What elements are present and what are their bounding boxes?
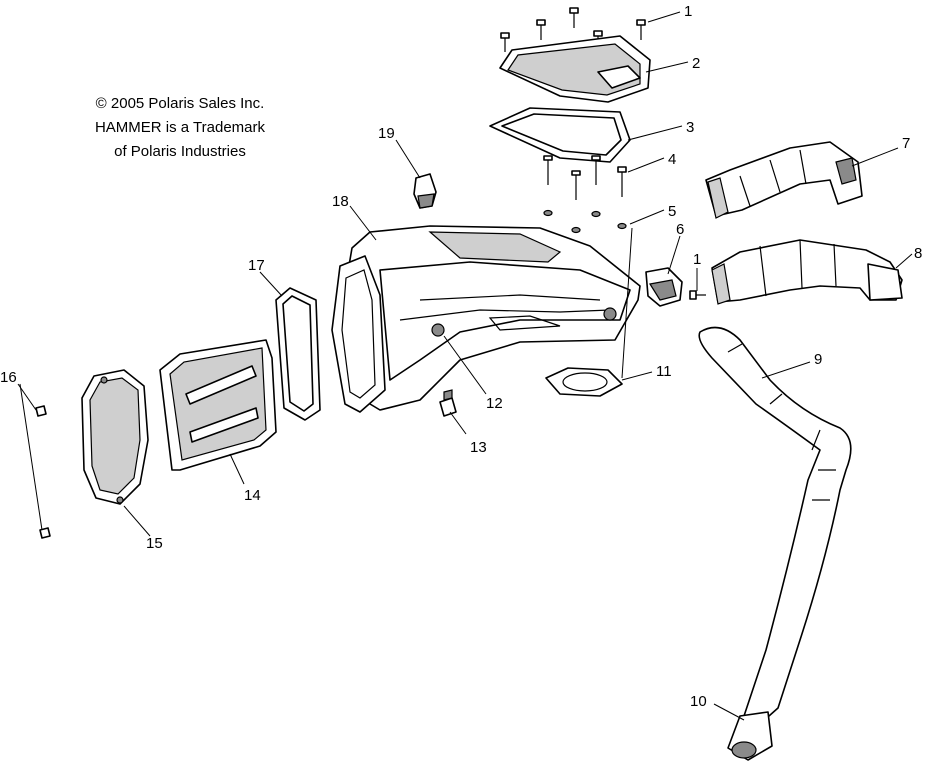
part-2-airbox-cover [499,35,651,103]
part-15-airbox-lid [81,369,149,505]
part-13-drain-plug [439,389,457,417]
callout-9: 9 [814,351,822,368]
callout-3: 3 [686,119,694,136]
callout-12: 12 [486,395,503,412]
callout-1: 1 [684,3,692,20]
callout-8: 8 [914,245,922,262]
part-18-airbox-body [331,225,641,413]
callout-15: 15 [146,535,163,552]
part-4-bolts [543,155,627,200]
callout-16: 16 [0,369,17,386]
callout-17: 17 [248,257,265,274]
callout-13: 13 [470,439,487,456]
part-7-intake-tube [705,141,863,219]
part-17-filter-seal [275,287,321,421]
callout-1-lower: 1 [693,251,701,268]
callout-6: 6 [676,221,684,238]
part-1-screw-lower [689,290,706,300]
callout-2: 2 [692,55,700,72]
callout-18: 18 [332,193,349,210]
part-10-hose-end [727,711,773,761]
part-5-washers [543,209,627,234]
part-6-connector [645,267,683,307]
trademark-owner-line: of Polaris Industries [114,143,246,160]
callout-7: 7 [902,135,910,152]
callout-14: 14 [244,487,261,504]
callout-4: 4 [668,151,676,168]
trademark-line: HAMMER is a Trademark [94,119,266,136]
copyright-line: © 2005 Polaris Sales Inc. [95,95,265,112]
callout-10: 10 [690,693,707,710]
callout-5: 5 [668,203,676,220]
part-8-intake-tube [711,239,903,305]
part-19-sensor [413,173,437,209]
part-3-cover-gasket [489,107,631,163]
part-9-hose [698,326,852,725]
callout-19: 19 [378,125,395,142]
callout-11: 11 [656,363,672,380]
callout-labels: 1 2 3 4 5 6 1 7 8 9 10 11 12 13 14 15 16… [0,3,922,710]
part-14-air-filter [159,339,277,471]
copyright-notice: © 2005 Polaris Sales Inc. HAMMER is a Tr… [60,92,300,164]
part-16-lid-screws [35,405,51,539]
leader-lines [17,11,913,721]
part-11-outlet-gasket [545,367,623,397]
